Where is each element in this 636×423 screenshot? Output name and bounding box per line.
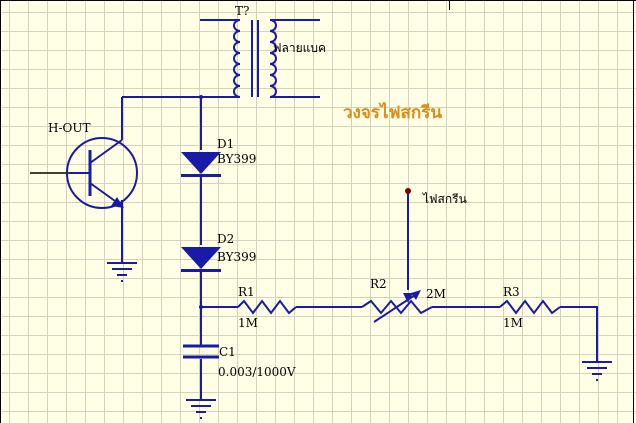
- transformer-secondary-coil: [269, 19, 277, 98]
- potentiometer-r2-adjust-arrow: [411, 290, 421, 300]
- resistor-r3-ref: R3: [503, 285, 520, 299]
- diode-d1-body: [181, 152, 221, 174]
- transistor-ref: H-OUT: [48, 121, 90, 135]
- probe-label: ไฟสกรีน: [422, 192, 467, 206]
- resistor-r3[interactable]: R3 1M: [499, 285, 561, 330]
- diode-d2-value: BY399: [217, 250, 256, 264]
- potentiometer-r2-ref: R2: [370, 277, 387, 291]
- resistor-r3-zigzag: [499, 299, 561, 315]
- diode-d2-ref: D2: [217, 232, 234, 246]
- resistor-r1-zigzag: [237, 299, 297, 315]
- transformer-primary-coil: [233, 19, 241, 98]
- transistor-collector: [89, 139, 123, 164]
- ground-symbol-transistor: [107, 262, 137, 282]
- probe-dot: [405, 188, 411, 194]
- diode-d1-value: BY399: [217, 152, 256, 166]
- screen-voltage-probe[interactable]: ไฟสกรีน: [405, 188, 467, 206]
- junctions: [199, 95, 203, 309]
- wire-r3-ground: [560, 306, 598, 362]
- potentiometer-r2-wiper-arrow: [403, 293, 413, 303]
- capacitor-c1-value: 0.003/1000V: [218, 365, 296, 379]
- circuit-title: วงจรไฟสกรีน: [343, 102, 442, 123]
- diode-d1-ref: D1: [217, 137, 234, 151]
- transformer-ref: T?: [235, 4, 249, 18]
- diode-d2-body: [181, 247, 221, 269]
- transistor-emitter-arrow: [111, 197, 124, 208]
- potentiometer-r2[interactable]: R2 2M: [361, 277, 446, 323]
- transistor-body: [66, 137, 138, 209]
- diode-d2[interactable]: D2 BY399: [181, 232, 256, 272]
- wires: [121, 19, 598, 400]
- ground-symbol-r3: [582, 361, 612, 381]
- transformer-t[interactable]: T? ฟลายแบค: [233, 4, 326, 98]
- potentiometer-r2-value: 2M: [426, 287, 446, 301]
- junction-dot: [199, 305, 203, 309]
- resistor-r3-value: 1M: [503, 316, 523, 330]
- resistor-r1-ref: R1: [238, 285, 255, 299]
- transformer-value: ฟลายแบค: [273, 41, 326, 55]
- capacitor-c1-ref: C1: [219, 345, 236, 359]
- potentiometer-r2-adjust-line: [373, 292, 419, 323]
- capacitor-c1[interactable]: C1 0.003/1000V: [183, 344, 296, 379]
- transistor-h-out[interactable]: H-OUT: [48, 121, 138, 209]
- junction-dot: [199, 95, 203, 99]
- diode-d1[interactable]: D1 BY399: [181, 137, 256, 177]
- ground-symbol-c1: [186, 399, 216, 419]
- resistor-r1-value: 1M: [238, 316, 258, 330]
- resistor-r1[interactable]: R1 1M: [237, 285, 297, 330]
